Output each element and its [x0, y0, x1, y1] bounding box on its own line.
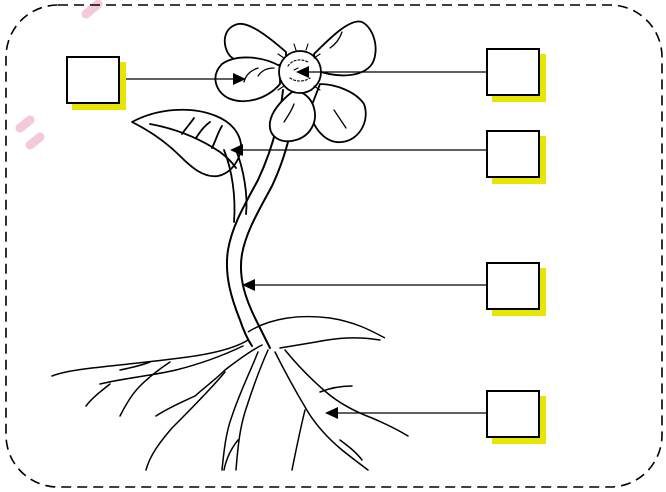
petal-details — [243, 31, 347, 129]
ground-line — [247, 315, 386, 339]
label-box-right-2[interactable] — [486, 130, 540, 178]
arrowhead-left-box — [233, 73, 246, 85]
plant-leaf — [131, 108, 242, 178]
plant-roots — [51, 337, 409, 471]
arrowhead-right-box-1 — [296, 66, 309, 78]
arrowheads — [230, 66, 338, 419]
label-box-right-1[interactable] — [486, 48, 540, 96]
arrowhead-right-box-4 — [325, 407, 338, 419]
plant-stem — [225, 89, 297, 349]
label-box-right-3[interactable] — [486, 262, 540, 310]
label-box-right-4-text — [488, 392, 538, 436]
dashed-frame — [5, 4, 663, 488]
pointer-lines — [121, 71, 486, 414]
arrowhead-right-box-2 — [230, 144, 243, 156]
label-box-left-text — [68, 58, 118, 102]
flower-petals — [214, 20, 377, 143]
label-box-left[interactable] — [66, 56, 120, 104]
arrowhead-right-box-3 — [242, 279, 255, 291]
leaf-stalk — [223, 149, 248, 223]
label-box-right-4[interactable] — [486, 390, 540, 438]
label-box-right-1-text — [488, 50, 538, 94]
label-box-right-3-text — [488, 264, 538, 308]
label-box-right-2-text — [488, 132, 538, 176]
